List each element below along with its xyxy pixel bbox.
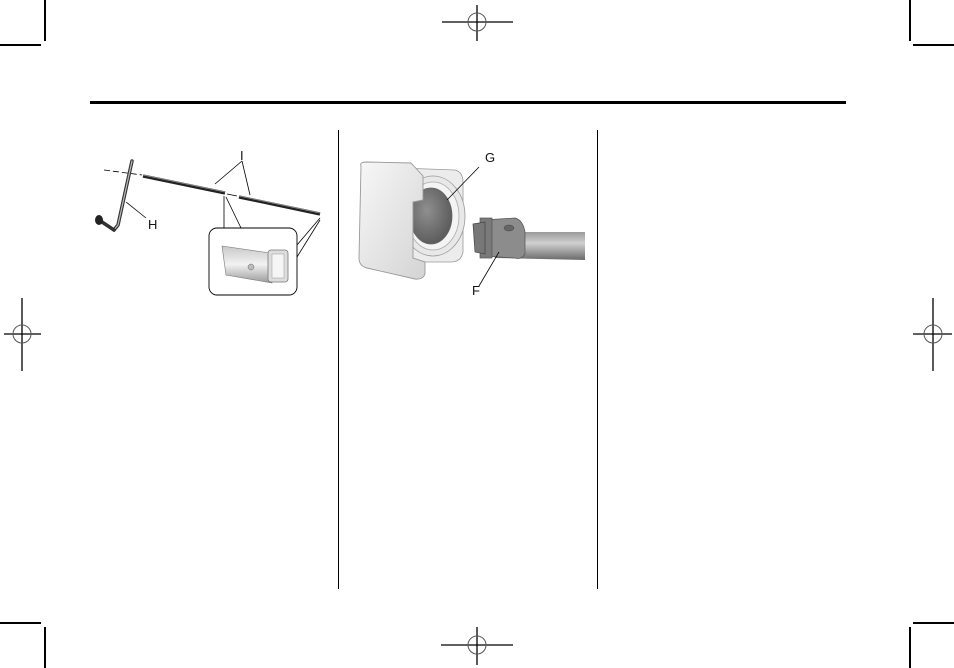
crop-mark-top-right-vertical [909, 0, 911, 41]
registration-mark-bottom [441, 627, 513, 665]
column-divider-2 [597, 130, 598, 589]
crop-mark-top-right-horizontal [913, 44, 954, 46]
registration-mark-left [4, 298, 41, 371]
hoist-illustration [358, 161, 585, 287]
crop-mark-bottom-left-horizontal [0, 622, 41, 624]
registration-mark-right [913, 298, 952, 371]
registration-mark-top [442, 5, 513, 41]
crop-mark-bottom-left-vertical [44, 627, 46, 668]
figure-spare-tire-hoist: G F [345, 140, 590, 305]
crop-mark-bottom-right-vertical [909, 627, 911, 668]
crop-mark-bottom-right-horizontal [913, 622, 954, 624]
header-rule [90, 101, 846, 104]
callout-label-i: I [240, 148, 244, 163]
column-divider-1 [338, 130, 339, 589]
figure-jack-tools: I H [80, 140, 330, 300]
callout-label-h: H [148, 217, 158, 232]
crop-mark-top-left-vertical [44, 0, 46, 41]
callout-label-g: G [485, 150, 496, 165]
crop-mark-top-left-horizontal [0, 44, 41, 46]
jack-tools-illustration [95, 159, 321, 296]
callout-label-f: F [472, 283, 480, 298]
